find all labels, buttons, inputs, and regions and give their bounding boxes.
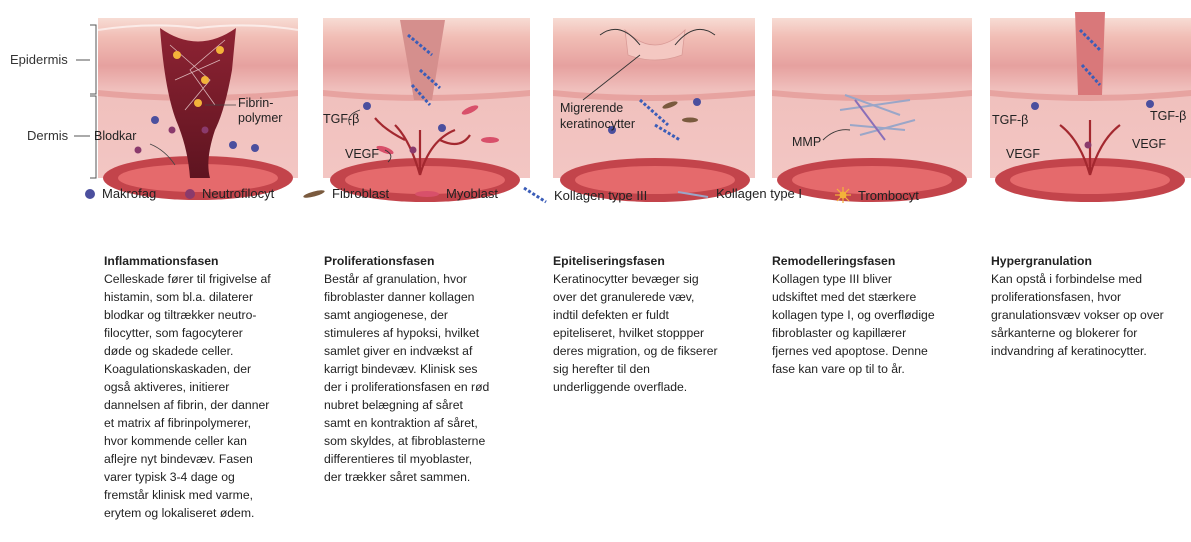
legend-item-myoblast: Myoblast xyxy=(414,186,498,201)
dermis-label: Dermis xyxy=(27,128,69,143)
layer-labels: Epidermis Dermis xyxy=(10,25,96,178)
legend-item-trombocyt: Trombocyt xyxy=(834,186,919,204)
legend-label: Kollagen type III xyxy=(554,188,647,203)
legend-item-neutrofilocyt: Neutrofilocyt xyxy=(184,186,274,201)
phase-title: Hypergranulation xyxy=(991,252,1189,270)
phase-body: Keratinocytter bevæger sig over det gran… xyxy=(553,270,758,396)
panel-remodelling: MMP xyxy=(772,18,972,202)
legend-item-collagen-iii: Kollagen type III xyxy=(522,186,647,204)
legend-label: Kollagen type I xyxy=(716,186,802,201)
migrating-label-line1: Migrerende xyxy=(560,101,623,115)
phase-description-remodelling: Remodelleringsfasen Kollagen type III bl… xyxy=(772,252,977,378)
panel-proliferation: TGF-β VEGF xyxy=(323,18,530,202)
legend-label: Myoblast xyxy=(446,186,498,201)
epidermis-label: Epidermis xyxy=(10,52,68,67)
phase-description-epithelialization: Epiteliseringsfasen Keratinocytter bevæg… xyxy=(553,252,758,396)
phase-body: Kollagen type III bliver udskiftet med d… xyxy=(772,270,977,378)
collagen-iii-icon xyxy=(522,186,548,204)
legend-item-collagen-i: Kollagen type I xyxy=(676,186,802,201)
collagen-i-icon xyxy=(676,188,710,200)
legend-label: Neutrofilocyt xyxy=(202,186,274,201)
legend-item-fibroblast: Fibroblast xyxy=(302,186,389,201)
panel-inflammation: Fibrin- polymer Blodkar xyxy=(94,18,298,200)
panel-hypergranulation: TGF-β TGF-β VEGF VEGF xyxy=(990,12,1191,202)
phase-title: Remodelleringsfasen xyxy=(772,252,977,270)
phase-description-hypergranulation: Hypergranulation Kan opstå i forbindelse… xyxy=(991,252,1189,360)
tgf-label: TGF-β xyxy=(323,112,359,126)
mmp-label: MMP xyxy=(792,135,821,149)
legend-label: Trombocyt xyxy=(858,188,919,203)
phase-description-inflammation: Inflammationsfasen Celleskade fører til … xyxy=(104,252,309,522)
fibrin-label-line2: polymer xyxy=(238,111,282,125)
vegf-label: VEGF xyxy=(345,147,379,161)
phase-title: Epiteliseringsfasen xyxy=(553,252,758,270)
thrombocyte-icon xyxy=(834,186,852,204)
phase-title: Inflammationsfasen xyxy=(104,252,309,270)
vegf-right-label: VEGF xyxy=(1132,137,1166,151)
myoblast-icon xyxy=(414,188,440,200)
phase-title: Proliferationsfasen xyxy=(324,252,539,270)
tgf-left-label: TGF-β xyxy=(992,113,1028,127)
neutrophil-icon xyxy=(184,188,196,200)
macrophage-icon xyxy=(84,188,96,200)
legend-item-makrofag: Makrofag xyxy=(84,186,156,201)
tgf-right-label: TGF-β xyxy=(1150,109,1186,123)
panel-epithelialization: Migrerende keratinocytter xyxy=(553,18,755,202)
phase-body: Celleskade fører til frigivelse af hista… xyxy=(104,270,309,522)
phase-body: Kan opstå i forbindelse med proliferatio… xyxy=(991,270,1189,360)
fibrin-label-line1: Fibrin- xyxy=(238,96,273,110)
migrating-label-line2: keratinocytter xyxy=(560,117,635,131)
legend-label: Fibroblast xyxy=(332,186,389,201)
vegf-left-label: VEGF xyxy=(1006,147,1040,161)
phase-description-proliferation: Proliferationsfasen Består af granulatio… xyxy=(324,252,539,486)
fibroblast-icon xyxy=(302,188,326,200)
blodkar-label: Blodkar xyxy=(94,129,136,143)
phase-body: Består af granulation, hvor fibroblaster… xyxy=(324,270,539,486)
legend-label: Makrofag xyxy=(102,186,156,201)
